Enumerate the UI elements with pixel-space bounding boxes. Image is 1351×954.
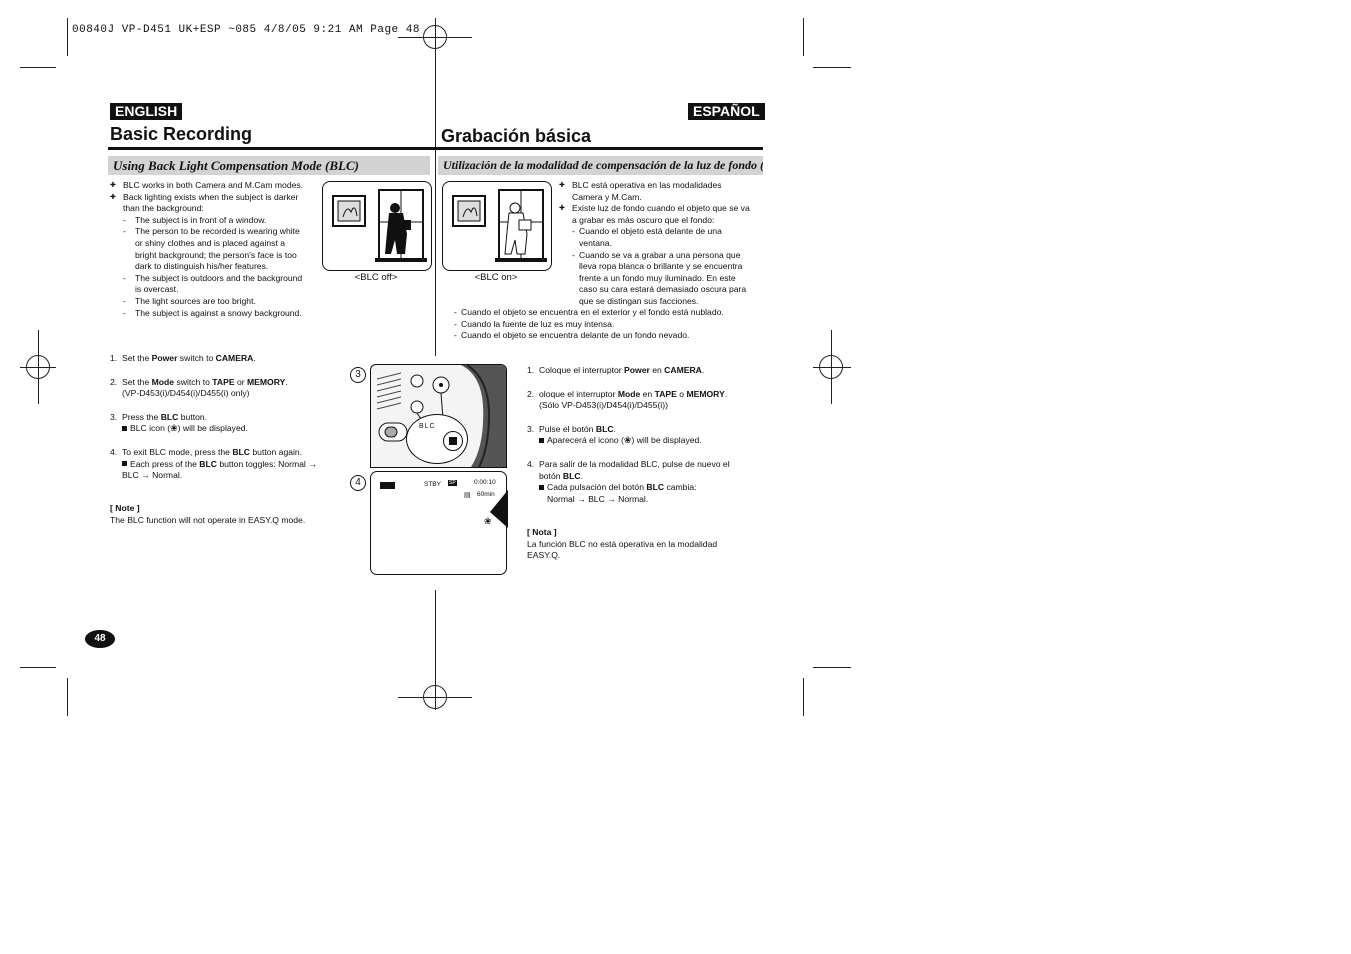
blc-icon: ❀ [170, 423, 178, 434]
blc-button-label: BLC [419, 423, 436, 430]
dash-item: The subject is in front of a window. [110, 215, 320, 227]
registration-mark [423, 25, 447, 49]
step-4: 4.To exit BLC mode, press the BLC button… [110, 446, 303, 457]
caption-blc-off: <BLC off> [354, 272, 398, 283]
crop-mark [20, 67, 56, 68]
center-fold-line [435, 18, 436, 356]
spanish-label: ESPAÑOL [688, 103, 765, 120]
crop-mark [67, 678, 68, 716]
dash-item: The person to be recorded is wearing whi… [110, 226, 320, 272]
pointer-arrow-icon [490, 490, 508, 528]
step-1: 1.Coloque el interruptor Power en CAMERA… [527, 365, 705, 375]
bullet-item: Existe luz de fondo cuando el objeto que… [559, 203, 763, 226]
step-4-detail: Each press of the BLC button toggles: No… [122, 458, 317, 481]
crop-mark [20, 667, 56, 668]
step-3: 3.Pulse el botón BLC. [527, 423, 616, 434]
bullet-item: BLC works in both Camera and M.Cam modes… [110, 180, 320, 192]
dash-item: The subject is outdoors and the backgrou… [110, 273, 320, 296]
printer-slug: 00840J VP-D451 UK+ESP ~085 4/8/05 9:21 A… [72, 24, 420, 36]
page-title-english: Basic Recording [110, 124, 253, 144]
blc-button-callout: BLC [406, 414, 468, 464]
blc-indicator-icon: ❀ [484, 516, 492, 526]
blc-off-illustration [322, 181, 432, 271]
step-4: 4.Para salir de la modalidad BLC, pulse … [527, 458, 730, 481]
crop-mark [803, 18, 804, 56]
blc-on-illustration [442, 181, 552, 271]
lcd-remaining: 60min [477, 491, 495, 498]
step-2: 2.Set the Mode switch to TAPE or MEMORY.… [110, 376, 288, 399]
compensated-window-picture [452, 189, 547, 262]
lcd-timecode: 0:00:10 [474, 479, 496, 486]
blc-button[interactable] [443, 431, 463, 451]
dash-item: Cuando el objeto se encuentra en el exte… [441, 307, 763, 319]
step-3-detail: BLC icon (❀) will be displayed. [110, 423, 328, 435]
title-rule [108, 147, 763, 150]
dash-item: The light sources are too bright. [110, 296, 320, 308]
dash-item: Cuando el objeto se encuentra delante de… [441, 330, 763, 342]
note-text: La función BLC no está operativa en la m… [527, 538, 718, 561]
lcd-status: STBY [424, 481, 441, 488]
section-title-spanish: Utilización de la modalidad de compensac… [438, 156, 763, 175]
figure-step-4-label: 4 [350, 475, 366, 491]
figure-step-3-label: 3 [350, 367, 366, 383]
registration-mark [819, 355, 843, 379]
caption-blc-on: <BLC on> [474, 272, 518, 283]
center-fold-line [435, 590, 436, 710]
step-4-detail: Cada pulsación del botón BLC cambia:Norm… [527, 482, 763, 505]
english-bullet-list: BLC works in both Camera and M.Cam modes… [110, 180, 320, 319]
dash-item: Cuando se va a grabar a una persona quel… [559, 250, 763, 308]
english-note: [ Note ] The BLC function will not opera… [110, 503, 330, 526]
spanish-note: [ Nota ] La función BLC no está operativ… [527, 527, 763, 562]
backlit-window-picture [332, 189, 427, 262]
registration-mark [26, 355, 50, 379]
lcd-screen-figure: STBY SP 0:00:10 ▤ 60min ❀ [370, 471, 507, 575]
section-title-english: Using Back Light Compensation Mode (BLC) [108, 156, 430, 175]
step-2: 2.oloque el interruptor Mode en TAPE o M… [527, 388, 728, 411]
spanish-dash-list-wide: Cuando el objeto se encuentra en el exte… [441, 307, 763, 342]
crop-mark [67, 18, 68, 56]
note-heading: [ Nota ] [527, 527, 557, 537]
spanish-steps: 1.Coloque el interruptor Power en CAMERA… [527, 365, 763, 505]
bullet-item: Back lighting exists when the subject is… [110, 192, 320, 215]
stop-square-icon [449, 437, 457, 445]
dash-item: Cuando la fuente de luz es muy intensa. [441, 319, 763, 331]
crop-mark [813, 667, 851, 668]
bullet-item: BLC está operativa en las modalidadesCam… [559, 180, 763, 203]
registration-mark [423, 685, 447, 709]
tape-icon: ▤ [464, 492, 471, 499]
sp-badge: SP [448, 480, 457, 486]
step-3-detail: Aparecerá el icono (❀) will be displayed… [527, 435, 763, 447]
note-heading: [ Note ] [110, 503, 140, 513]
page-number: 48 [85, 630, 115, 648]
step-1: 1.Set the Power switch to CAMERA. [110, 353, 256, 363]
step-3: 3.Press the BLC button. [110, 411, 208, 422]
dash-item: The subject is against a snowy backgroun… [110, 308, 320, 320]
english-label: ENGLISH [110, 103, 183, 120]
crop-mark [803, 678, 804, 716]
battery-icon [380, 482, 395, 489]
blc-icon: ❀ [623, 435, 632, 446]
dash-item: Cuando el objeto está delante de unavent… [559, 226, 763, 249]
english-steps: 1.Set the Power switch to CAMERA. 2.Set … [110, 353, 328, 482]
crop-mark [813, 67, 851, 68]
page-title-spanish: Grabación básica [441, 126, 592, 146]
spanish-bullet-list: BLC está operativa en las modalidadesCam… [559, 180, 763, 308]
note-text: The BLC function will not operate in EAS… [110, 514, 306, 525]
